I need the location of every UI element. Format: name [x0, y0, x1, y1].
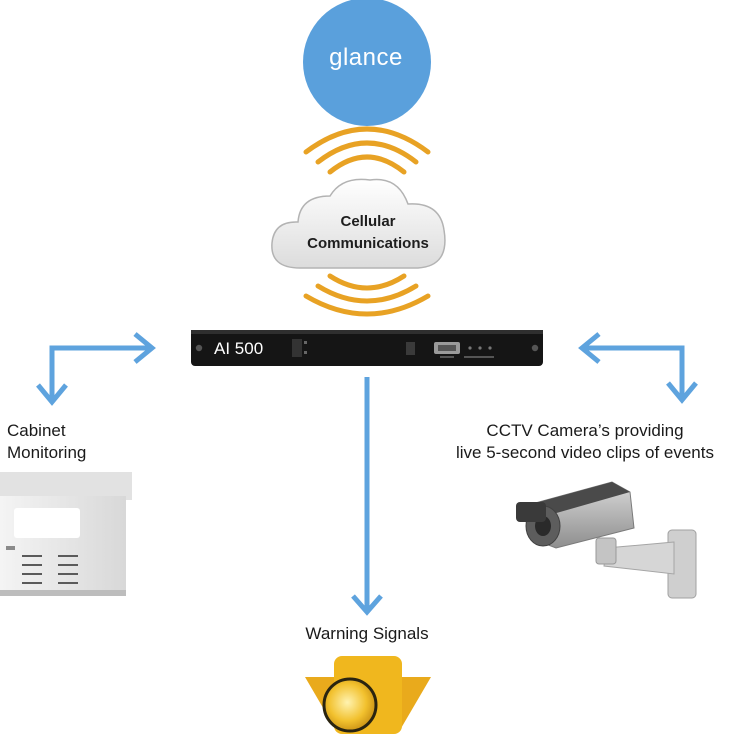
cloud-label: Cellular Communications	[282, 211, 454, 255]
cloud-icon	[271, 178, 446, 269]
glance-label: glance	[329, 44, 403, 71]
glance-logo-circle	[303, 0, 431, 126]
warning-label: Warning Signals	[305, 624, 429, 643]
cabinet-icon	[0, 472, 132, 596]
cctv-camera-icon	[516, 481, 697, 599]
rack-device-icon	[191, 330, 543, 366]
cabinet-label: Cabinet Monitoring	[7, 420, 86, 464]
device-label: AI 500	[214, 339, 264, 358]
cabinet-label-line1: Cabinet	[7, 421, 66, 440]
cctv-label-line2: live 5-second video clips of events	[456, 443, 714, 462]
cloud-label-line2: Communications	[307, 235, 429, 252]
cabinet-label-line2: Monitoring	[7, 443, 87, 462]
arrow-to-warning	[351, 377, 383, 616]
arrow-to-cctv	[578, 332, 698, 404]
cloud-label-line1: Cellular	[340, 213, 396, 230]
signal-waves-lower-icon	[303, 273, 431, 317]
signal-waves-icon	[303, 126, 431, 175]
cctv-label-line1: CCTV Camera’s providing	[486, 421, 684, 440]
traffic-signal-icon	[305, 656, 431, 734]
arrow-to-cabinet	[36, 332, 156, 406]
cctv-label: CCTV Camera’s providing live 5-second vi…	[440, 420, 730, 464]
